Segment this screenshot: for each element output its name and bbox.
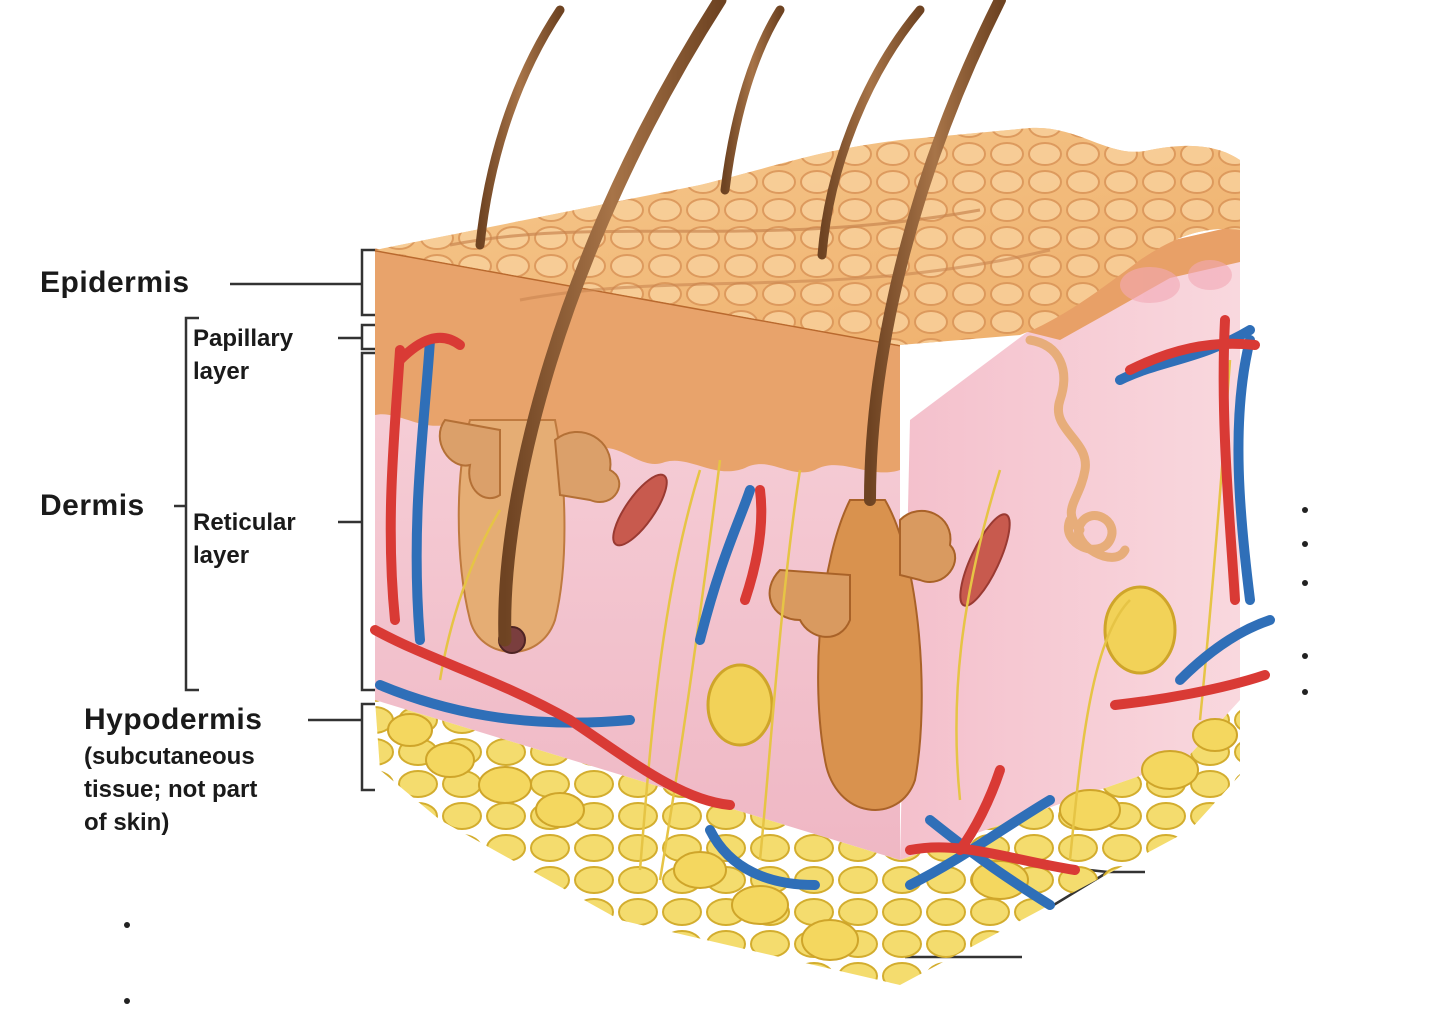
artery xyxy=(740,485,767,605)
blank-label-dot xyxy=(1302,653,1308,659)
hair-shaft xyxy=(475,5,565,250)
fat-lobule xyxy=(387,713,433,747)
right-dermis-face xyxy=(900,250,1240,860)
blank-label-dot xyxy=(124,998,130,1004)
fat-lobule xyxy=(425,742,475,778)
artery xyxy=(1110,670,1270,710)
sebaceous-gland xyxy=(899,509,957,583)
front-epidermis-band xyxy=(375,250,900,473)
hair-follicle-center xyxy=(768,0,1006,811)
dermal-papillae xyxy=(1120,260,1232,303)
reticular-bracket xyxy=(360,351,375,692)
nerve-fiber xyxy=(758,469,802,861)
artery xyxy=(905,842,1080,875)
hypodermis-bracket xyxy=(360,702,375,792)
artery xyxy=(370,625,735,810)
sebaceous-gland xyxy=(438,418,501,500)
fat-lobule xyxy=(535,792,585,828)
sweat-gland-coil xyxy=(1063,511,1130,562)
skin-furrow xyxy=(449,208,981,247)
lamellar-corpuscle xyxy=(1103,585,1177,675)
hair-shafts xyxy=(475,5,925,260)
nerve-fiber xyxy=(658,459,722,881)
papillary-bracket xyxy=(360,323,375,351)
papillary-layer-label-line: layer xyxy=(193,358,250,385)
reticular-layer-label-line: layer xyxy=(193,542,250,569)
nerve-fiber xyxy=(1068,599,1131,861)
epidermis-bracket xyxy=(360,248,375,317)
hypodermis-note-line: (subcutaneous xyxy=(84,743,255,770)
vein xyxy=(1233,335,1255,605)
dermis-bracket xyxy=(184,316,199,692)
vein xyxy=(695,485,755,645)
blank-label-dot xyxy=(1302,689,1308,695)
hypodermis-fat-lobules xyxy=(387,713,1238,961)
blank-label-dot xyxy=(1302,541,1308,547)
dermal-papilla xyxy=(1120,267,1180,303)
dermis-label: Dermis xyxy=(40,489,145,522)
hypodermis-note-line: of skin) xyxy=(84,809,170,836)
hair-shaft xyxy=(498,0,727,647)
hair-shaft xyxy=(720,5,785,195)
skin-furrow xyxy=(519,248,1051,302)
lamellar-corpuscle xyxy=(706,663,774,747)
hair-shaft xyxy=(817,5,925,260)
nerve-fiber xyxy=(638,469,702,871)
blank-label-dot xyxy=(124,922,130,928)
vein xyxy=(1175,615,1275,685)
nerve-fiber xyxy=(955,469,1002,801)
skin-surface-cells xyxy=(375,127,1240,346)
fat-lobule xyxy=(673,851,727,889)
arrector-pili-muscles xyxy=(612,473,1011,607)
fat-lobule xyxy=(801,919,859,961)
papillary-layer-label: Papillary layer xyxy=(193,322,293,388)
fat-lobule xyxy=(1192,718,1238,752)
reticular-layer-label-line: Reticular xyxy=(193,509,296,536)
artery xyxy=(1218,315,1240,605)
reticular-layer-label: Reticular layer xyxy=(193,506,296,572)
vein xyxy=(375,680,635,728)
papillary-layer-label-line: Papillary xyxy=(193,325,294,352)
sweat-duct xyxy=(1025,335,1090,535)
sebaceous-gland xyxy=(768,568,851,638)
arrector-pili-muscle xyxy=(612,473,668,547)
epidermis-label: Epidermis xyxy=(40,266,190,299)
fat-lobule xyxy=(731,885,789,925)
hair-shaft xyxy=(864,0,1006,506)
fat-lobule xyxy=(971,860,1029,900)
veins xyxy=(375,325,1275,910)
artery xyxy=(395,332,465,365)
fat-lobule xyxy=(1141,750,1199,790)
sweat-gland xyxy=(1025,335,1130,562)
hair-follicle-left xyxy=(438,0,727,654)
top-surface xyxy=(375,127,1240,346)
artery xyxy=(385,345,405,625)
sebaceous-gland xyxy=(553,430,621,503)
fat-lobule xyxy=(1059,789,1121,831)
vein xyxy=(905,795,1055,890)
arteries xyxy=(370,315,1270,875)
vein xyxy=(925,815,1055,910)
arrector-pili-muscle xyxy=(959,513,1011,607)
blank-label-dot xyxy=(1302,580,1308,586)
hypodermis-note: (subcutaneous tissue; not part of skin) xyxy=(84,740,257,839)
artery xyxy=(1125,338,1260,375)
hypodermis-label: Hypodermis xyxy=(84,703,263,736)
artery xyxy=(955,765,1005,855)
dermal-papilla xyxy=(1188,260,1232,290)
blank-label-dot xyxy=(1302,507,1308,513)
hypodermis-note-line: tissue; not part xyxy=(84,776,258,803)
vein xyxy=(411,335,435,645)
fat-lobule xyxy=(478,766,532,804)
vein xyxy=(705,825,820,890)
